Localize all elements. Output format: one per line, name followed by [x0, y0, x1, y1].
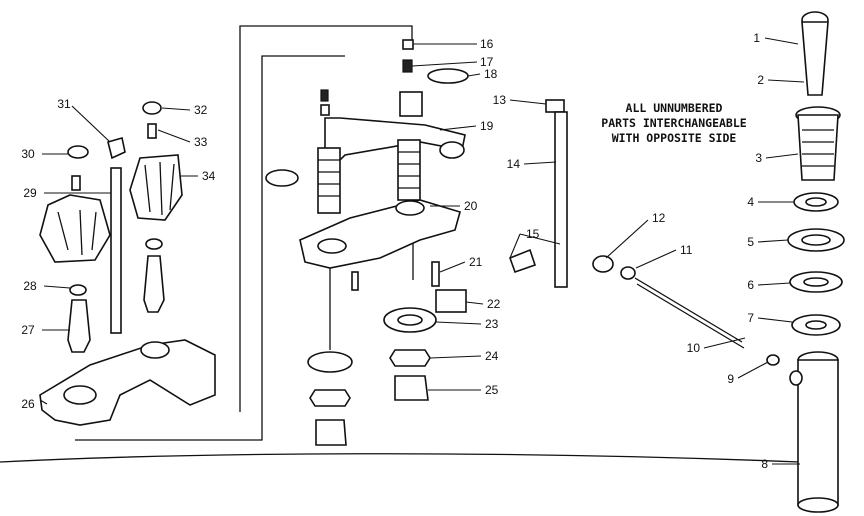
part-label-34: 34 [202, 169, 216, 183]
part-label-8: 8 [761, 457, 768, 471]
part-label-2: 2 [757, 73, 764, 87]
part-label-29: 29 [23, 186, 37, 200]
part-label-25: 25 [485, 383, 499, 397]
part-label-32: 32 [194, 103, 208, 117]
part-label-14: 14 [507, 157, 521, 171]
part-label-7: 7 [747, 311, 754, 325]
part-label-10: 10 [687, 341, 701, 355]
part-label-1: 1 [753, 31, 760, 45]
part-number-labels: 1 2 3 4 5 6 7 8 9 10 11 12 13 14 15 16 1… [21, 31, 768, 471]
part-label-15: 15 [526, 227, 540, 241]
part-label-21: 21 [469, 255, 483, 269]
part-label-19: 19 [480, 119, 494, 133]
part-label-11: 11 [680, 243, 693, 257]
part-label-23: 23 [485, 317, 499, 331]
part-label-28: 28 [23, 279, 37, 293]
part-label-22: 22 [487, 297, 501, 311]
part-label-4: 4 [747, 195, 754, 209]
part-label-12: 12 [652, 211, 666, 225]
part-label-18: 18 [484, 67, 498, 81]
part-label-31: 31 [57, 97, 71, 111]
part-label-30: 30 [21, 147, 35, 161]
part-label-5: 5 [747, 235, 754, 249]
right-handle-assembly [129, 101, 183, 313]
part-label-26: 26 [21, 397, 35, 411]
leader-lines [39, 37, 805, 465]
part-label-33: 33 [194, 135, 208, 149]
part-label-24: 24 [485, 349, 499, 363]
note-line-2: PARTS INTERCHANGEABLE [601, 116, 746, 130]
drain-assembly [787, 11, 845, 513]
part-label-9: 9 [727, 372, 734, 386]
center-spout-assembly [265, 39, 469, 446]
popup-rod-assembly [508, 99, 780, 366]
left-handle-assembly [39, 136, 216, 426]
part-label-16: 16 [480, 37, 494, 51]
note-line-1: ALL UNNUMBERED [626, 101, 723, 115]
part-label-6: 6 [747, 278, 754, 292]
interchangeable-parts-note: ALL UNNUMBERED PARTS INTERCHANGEABLE WIT… [601, 101, 746, 145]
note-line-3: WITH OPPOSITE SIDE [612, 131, 737, 145]
part-label-27: 27 [21, 323, 35, 337]
part-label-13: 13 [493, 93, 507, 107]
part-label-17: 17 [480, 55, 494, 69]
part-label-3: 3 [755, 151, 762, 165]
part-label-20: 20 [464, 199, 478, 213]
